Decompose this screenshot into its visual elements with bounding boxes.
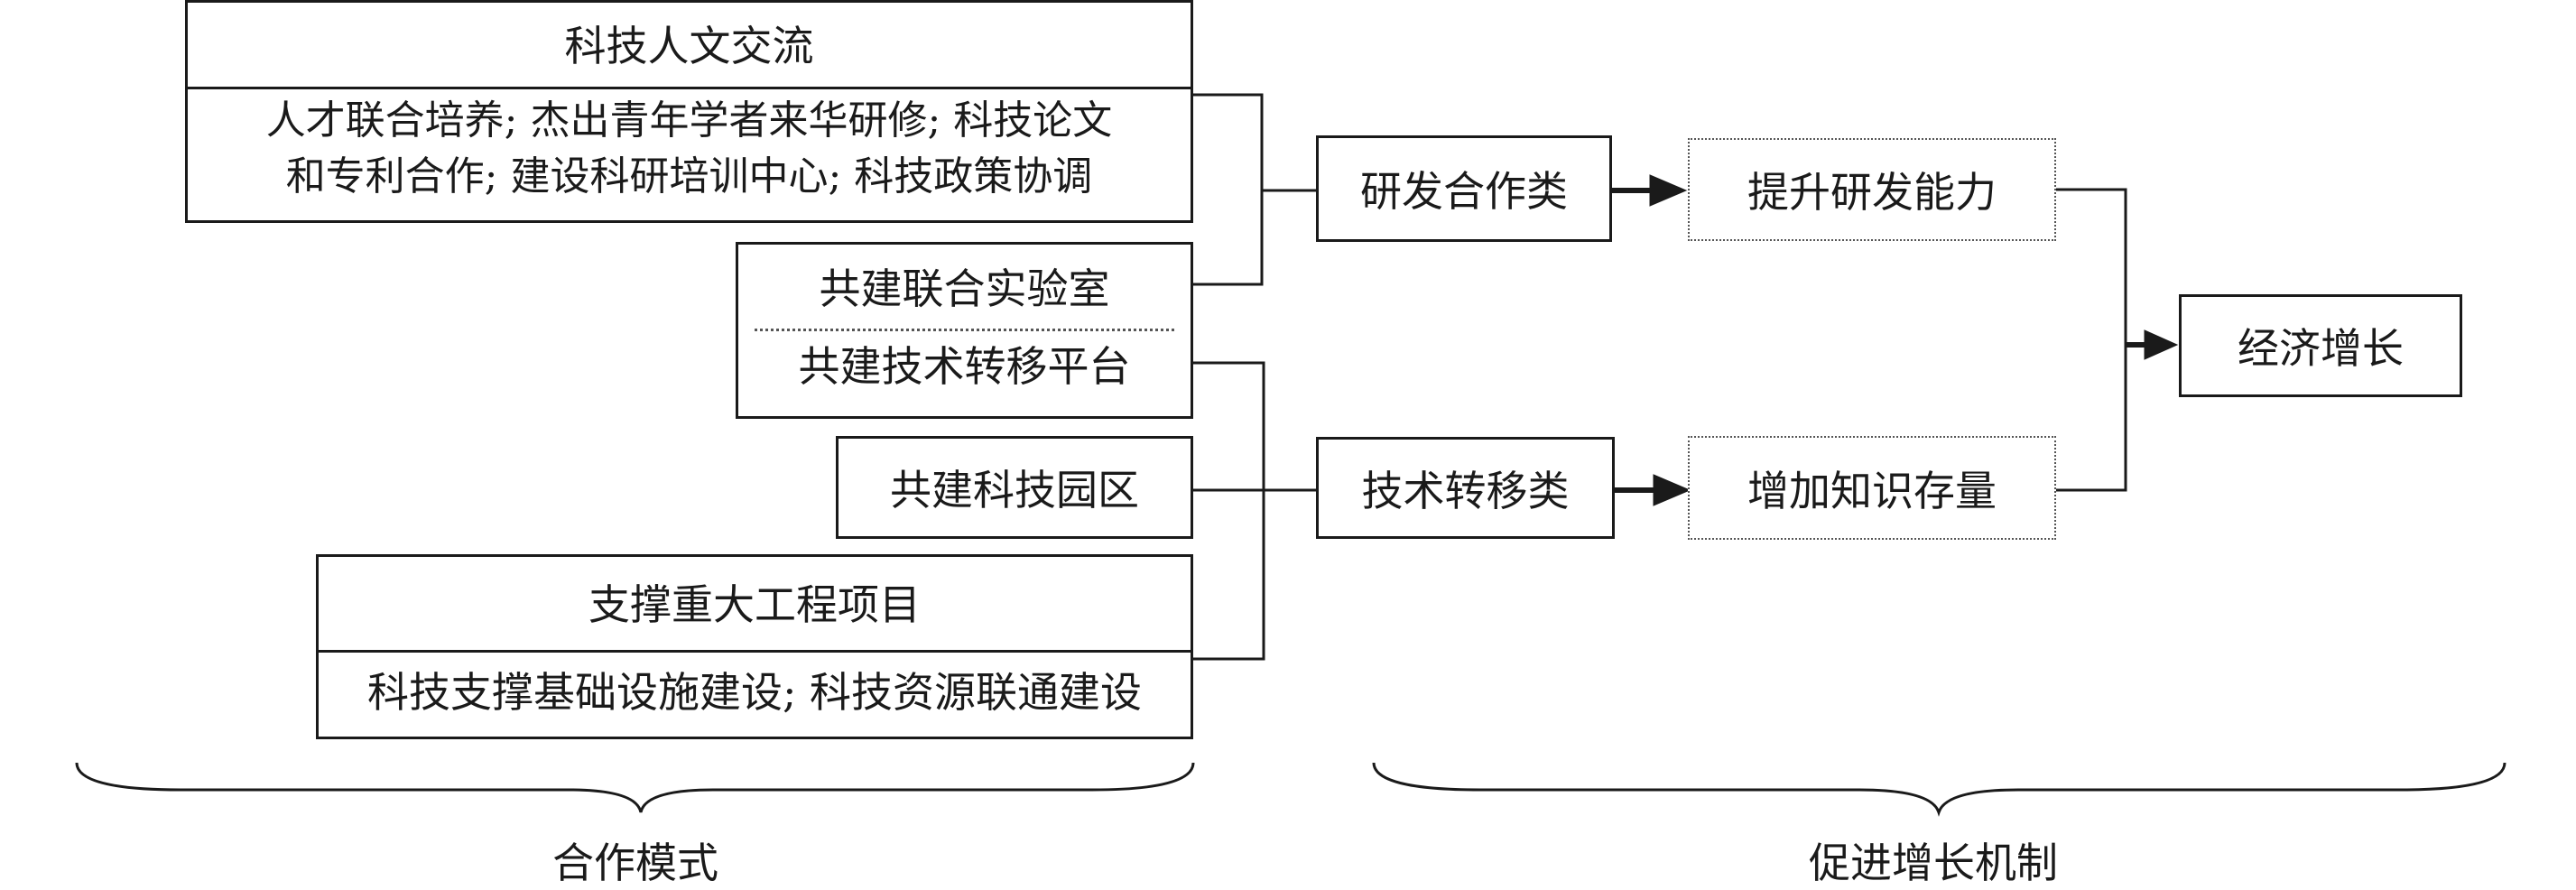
exchange-detail-line2: 和专利合作; 建设科研培训中心; 科技政策协调 bbox=[285, 153, 1093, 199]
tech-transfer-label: 技术转移类 bbox=[1361, 466, 1570, 515]
rd-capability-box: 提升研发能力 bbox=[1688, 138, 2056, 241]
arrow-head-transfer bbox=[1653, 474, 1691, 506]
lab-platform-divider bbox=[755, 329, 1174, 331]
tech-transfer-platform-label: 共建技术转移平台 bbox=[798, 342, 1131, 391]
rd-cooperation-box: 研发合作类 bbox=[1316, 135, 1612, 242]
brace-right bbox=[1372, 762, 2507, 817]
rd-capability-label: 提升研发能力 bbox=[1747, 168, 1997, 217]
arrow-head-outcome bbox=[2144, 329, 2179, 360]
major-projects-divider bbox=[319, 650, 1191, 653]
exchange-detail-line1: 人才联合培养; 杰出青年学者来华研修; 科技论文 bbox=[265, 97, 1113, 144]
outcome-box: 经济增长 bbox=[2179, 294, 2462, 397]
knowledge-stock-label: 增加知识存量 bbox=[1747, 466, 1997, 515]
caption-growth-mechanisms: 促进增长机制 bbox=[1809, 839, 2058, 887]
lab-platform-box: 共建联合实验室 共建技术转移平台 bbox=[736, 242, 1193, 419]
arrow-head-rd bbox=[1649, 174, 1688, 207]
exchange-box: 科技人文交流 人才联合培养; 杰出青年学者来华研修; 科技论文 和专利合作; 建… bbox=[185, 0, 1193, 223]
brace-left bbox=[75, 762, 1195, 813]
knowledge-stock-box: 增加知识存量 bbox=[1688, 436, 2056, 540]
bracket-lower bbox=[1193, 361, 1265, 661]
outcome-label: 经济增长 bbox=[2238, 324, 2404, 373]
tech-transfer-box: 技术转移类 bbox=[1316, 437, 1615, 539]
major-projects-detail: 科技支撑基础设施建设; 科技资源联通建设 bbox=[366, 668, 1143, 717]
tech-park-label: 共建科技园区 bbox=[890, 466, 1139, 515]
exchange-divider bbox=[188, 87, 1191, 89]
major-projects-title: 支撑重大工程项目 bbox=[588, 580, 921, 629]
bracket-outcome bbox=[2055, 188, 2127, 492]
bracket-upper bbox=[1193, 93, 1264, 286]
exchange-title: 科技人文交流 bbox=[564, 22, 814, 70]
rd-cooperation-label: 研发合作类 bbox=[1360, 167, 1568, 216]
major-projects-box: 支撑重大工程项目 科技支撑基础设施建设; 科技资源联通建设 bbox=[316, 554, 1193, 739]
tech-park-box: 共建科技园区 bbox=[836, 436, 1193, 539]
joint-lab-label: 共建联合实验室 bbox=[819, 264, 1110, 313]
caption-cooperation-modes: 合作模式 bbox=[552, 839, 718, 887]
